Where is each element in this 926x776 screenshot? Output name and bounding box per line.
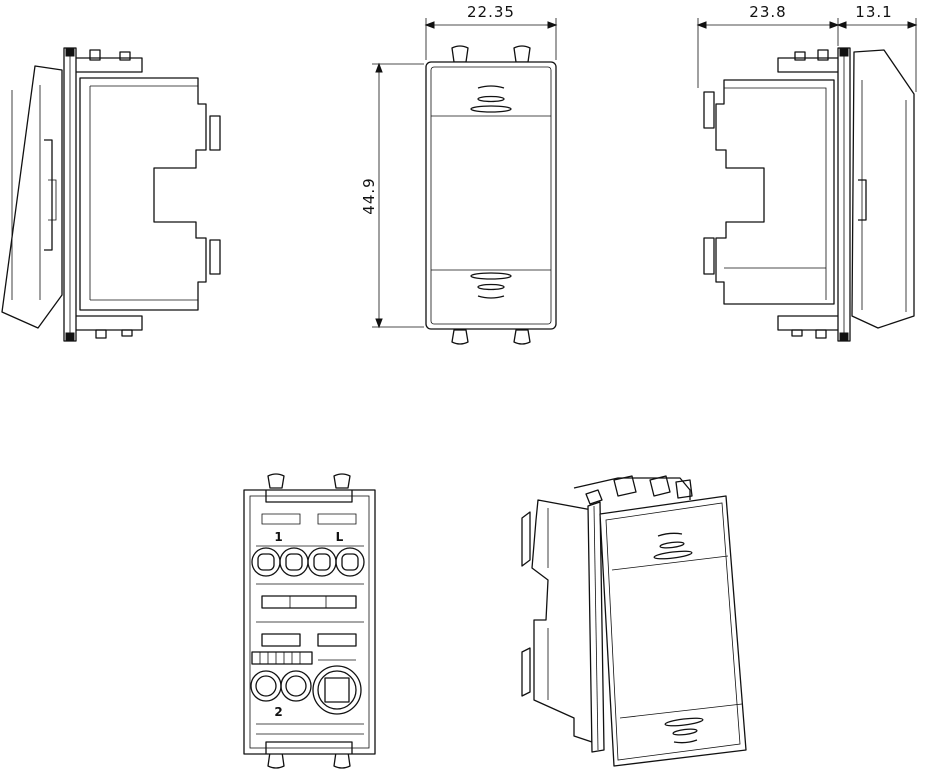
dimension-front-width: 22.35 [424, 3, 558, 60]
front-bottom-indicator-icon [470, 272, 512, 299]
front-rocker-plate [425, 61, 557, 330]
dimension-label-front-height: 44.9 [360, 177, 378, 214]
rear-push-button [312, 659, 362, 715]
dimension-side-depth: 23.8 [696, 3, 840, 88]
rear-view: 1 L [243, 473, 376, 769]
iso-switch-body [531, 499, 593, 743]
left-rocker-cover [1, 65, 63, 329]
iso-rocker-face [599, 495, 747, 767]
dimension-side-plate: 13.1 [836, 3, 918, 92]
front-top-clip-left [451, 45, 469, 63]
iso-bottom-indicator-icon [664, 717, 704, 744]
isometric-view [521, 475, 747, 767]
dimension-label-side-plate: 13.1 [855, 3, 892, 21]
rear-terminal-label-1: 1 [274, 530, 283, 544]
dimension-label-side-depth: 23.8 [749, 3, 786, 21]
rear-terminal-label-2: 2 [274, 705, 283, 719]
dimension-label-front-width: 22.35 [467, 3, 515, 21]
right-rocker-cover [851, 49, 915, 329]
dimension-front-height: 44.9 [360, 62, 424, 329]
left-switch-body [79, 77, 207, 311]
front-view: 22.35 44.9 [360, 3, 558, 345]
front-top-indicator-icon [470, 85, 512, 113]
right-switch-body [715, 79, 835, 305]
rear-terminal-holes-bottom [250, 670, 312, 702]
left-side-view [1, 47, 221, 342]
rear-terminal-label-l: L [336, 530, 345, 544]
rear-terminal-holes-top [251, 547, 365, 577]
right-side-view: 23.8 13.1 [696, 3, 918, 342]
front-bottom-clip-left [451, 329, 469, 345]
front-bottom-clip-right [513, 329, 531, 345]
iso-top-indicator-icon [653, 532, 693, 560]
front-top-clip-right [513, 45, 531, 63]
